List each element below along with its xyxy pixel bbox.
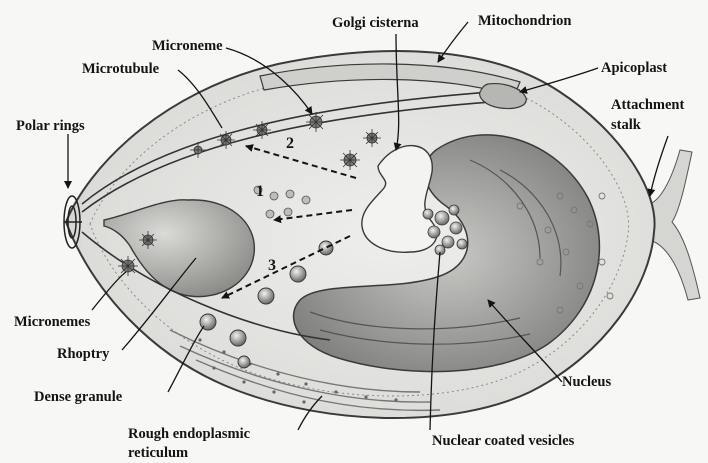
label-apicoplast: Apicoplast — [601, 60, 667, 76]
label-rer-line1: Rough endoplasmic — [128, 426, 251, 442]
label-micronemes: Micronemes — [14, 314, 91, 330]
label-stalk: stalk — [611, 117, 642, 133]
label-rhoptry: Rhoptry — [57, 346, 110, 362]
label-rer-line2: reticulum — [128, 445, 188, 461]
label-mitochondrion: Mitochondrion — [478, 13, 571, 29]
label-dense-granule: Dense granule — [34, 389, 123, 405]
label-golgi-cisterna: Golgi cisterna — [332, 15, 419, 31]
label-microneme: Microneme — [152, 38, 223, 54]
label-polar-rings: Polar rings — [16, 118, 85, 134]
pathway-1-number: 1 — [256, 183, 264, 200]
label-attachment: Attachment — [611, 97, 684, 113]
label-nuclear-coated-vesicles: Nuclear coated vesicles — [432, 433, 575, 449]
pathway-3-number: 3 — [268, 257, 276, 274]
label-microtubule: Microtubule — [82, 61, 160, 77]
pathway-2-number: 2 — [286, 135, 294, 152]
label-nucleus: Nucleus — [562, 374, 612, 390]
